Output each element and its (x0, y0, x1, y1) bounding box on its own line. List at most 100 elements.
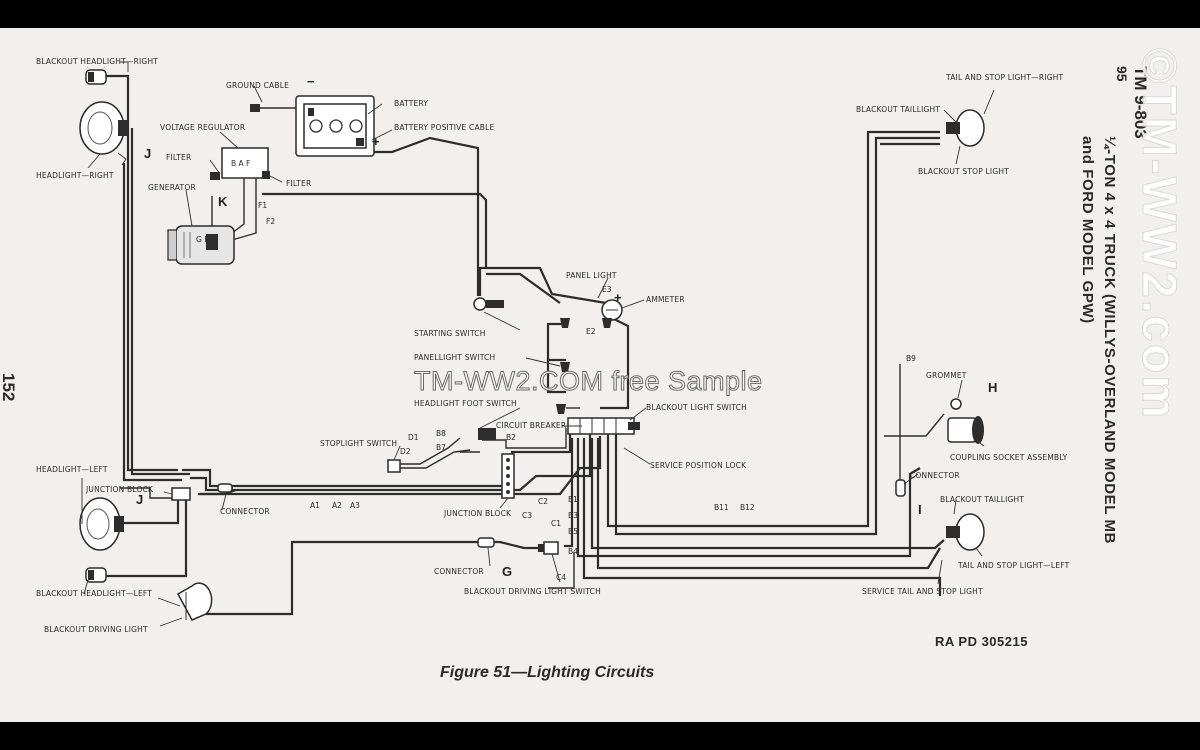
label-grommet: GROMMET (926, 371, 967, 380)
wire-codes: F1 F2 E3 E2 B8 B7 B2 D1 D2 A1 A2 A3 C1 C… (258, 201, 916, 582)
label-headlight-left: HEADLIGHT—LEFT (36, 465, 108, 474)
label-blackout-headlight-left: BLACKOUT HEADLIGHT—LEFT (36, 589, 152, 598)
label-filter-right: FILTER (286, 179, 311, 188)
label-panel-light: PANEL LIGHT (566, 271, 617, 280)
headlight-right (79, 101, 128, 166)
label-battery-positive-cable: BATTERY POSITIVE CABLE (394, 123, 494, 132)
manual-title-line-2: and FORD MODEL GPW) (1079, 136, 1096, 324)
code-a1: A1 (310, 501, 320, 510)
component-labels: BLACKOUT HEADLIGHT—RIGHT HEADLIGHT—RIGHT… (36, 57, 1070, 634)
label-tail-stop-light-left: TAIL AND STOP LIGHT—LEFT (957, 561, 1070, 570)
code-d2: D2 (400, 447, 411, 456)
reference-letters: J K J G H I B A F G F A − + + (136, 74, 997, 579)
label-ground-cable: GROUND CABLE (226, 81, 289, 90)
letter-h: H (988, 380, 997, 395)
generator-terminals: G F A (196, 235, 217, 244)
label-blackout-driving-light: BLACKOUT DRIVING LIGHT (44, 625, 148, 634)
code-a3: A3 (350, 501, 360, 510)
code-c3: C3 (522, 511, 532, 520)
blackout-driving-light-switch (538, 541, 559, 555)
connector-left (217, 483, 233, 493)
label-coupling-socket-assembly: COUPLING SOCKET ASSEMBLY (950, 453, 1068, 462)
regulator-terminals: B A F (231, 159, 250, 168)
code-b2: B2 (506, 433, 516, 442)
code-b11: B11 (714, 503, 729, 512)
label-service-tail-stop-light: SERVICE TAIL AND STOP LIGHT (862, 587, 983, 596)
panel-light (560, 318, 570, 328)
blackout-headlight-right (85, 69, 107, 85)
plate-reference: RA PD 305215 (935, 634, 1028, 649)
letter-j-top: J (144, 146, 151, 161)
battery-positive-sign: + (372, 134, 380, 149)
starting-switch (473, 297, 504, 311)
code-a2: A2 (332, 501, 342, 510)
connector-right (895, 479, 906, 497)
label-junction-block-left: JUNCTION BLOCK (85, 485, 154, 494)
stoplight-switch (387, 459, 401, 473)
code-e3: E3 (602, 285, 612, 294)
grommet (950, 398, 962, 410)
label-starting-switch: STARTING SWITCH (414, 329, 486, 338)
leader-lines (81, 61, 995, 627)
letter-j-left: J (136, 492, 143, 507)
ammeter-positive-sign: + (614, 290, 622, 305)
ammeter (601, 299, 623, 321)
label-blackout-headlight-right: BLACKOUT HEADLIGHT—RIGHT (36, 57, 158, 66)
junction-block-left (171, 487, 191, 501)
code-b5: B5 (568, 527, 578, 536)
figure-caption: Figure 51—Lighting Circuits (440, 664, 655, 681)
manual-page: BLACKOUT HEADLIGHT—RIGHT HEADLIGHT—RIGHT… (0, 28, 1200, 722)
label-blackout-stop-light: BLACKOUT STOP LIGHT (918, 167, 1009, 176)
label-blackout-driving-light-switch: BLACKOUT DRIVING LIGHT SWITCH (464, 587, 601, 596)
label-ammeter: AMMETER (646, 295, 685, 304)
label-tail-stop-light-right: TAIL AND STOP LIGHT—RIGHT (945, 73, 1064, 82)
code-b7: B7 (436, 443, 446, 452)
tail-stop-light-left (946, 513, 985, 551)
blackout-headlight-left (85, 567, 107, 583)
letter-i: I (918, 502, 922, 517)
manual-title: ¼-TON 4 x 4 TRUCK (WILLYS-OVERLAND MODEL… (1076, 136, 1120, 544)
code-b1: B1 (568, 495, 578, 504)
code-b12: B12 (740, 503, 755, 512)
code-b8: B8 (436, 429, 446, 438)
ground-cable-end (250, 104, 260, 112)
label-connector-left: CONNECTOR (220, 507, 270, 516)
junction-block-center (501, 453, 515, 499)
coupling-socket-assembly (947, 416, 984, 444)
generator (167, 225, 235, 265)
lighting-circuit-diagram: BLACKOUT HEADLIGHT—RIGHT HEADLIGHT—RIGHT… (36, 57, 1070, 634)
manual-title-line-1: ¼-TON 4 x 4 TRUCK (WILLYS-OVERLAND MODEL… (1101, 136, 1118, 545)
voltage-regulator (210, 147, 270, 180)
code-f1: F1 (258, 201, 267, 210)
label-connector-bottom: CONNECTOR (434, 567, 484, 576)
label-panellight-switch: PANELLIGHT SWITCH (414, 353, 495, 362)
code-b3: B3 (568, 511, 578, 520)
label-blackout-taillight-right: BLACKOUT TAILLIGHT (856, 105, 940, 114)
label-voltage-regulator: VOLTAGE REGULATOR (160, 123, 245, 132)
headlight-left (79, 497, 124, 551)
battery-negative-sign: − (307, 74, 315, 89)
label-headlight-right: HEADLIGHT—RIGHT (36, 171, 114, 180)
label-filter-left: FILTER (166, 153, 191, 162)
headlight-foot-switch (556, 404, 566, 414)
label-battery: BATTERY (394, 99, 428, 108)
letter-g: G (502, 564, 512, 579)
page-number: 152 (0, 373, 18, 402)
code-c2: C2 (538, 497, 548, 506)
code-c1: C1 (551, 519, 561, 528)
letter-k: K (218, 194, 228, 209)
code-b4: B4 (568, 547, 578, 556)
manual-page: 95 (1114, 66, 1130, 82)
label-circuit-breaker: CIRCUIT BREAKER (496, 421, 566, 430)
label-junction-block-center: JUNCTION BLOCK (443, 509, 512, 518)
label-generator: GENERATOR (148, 183, 196, 192)
code-e2: E2 (586, 327, 596, 336)
sample-watermark: TM-WW2.COM free Sample (414, 366, 763, 397)
panel-light-2 (602, 318, 612, 328)
panellight-switch (560, 362, 570, 372)
battery (295, 95, 375, 157)
label-stoplight-switch: STOPLIGHT SWITCH (320, 439, 397, 448)
code-d1: D1 (408, 433, 419, 442)
label-headlight-foot-switch: HEADLIGHT FOOT SWITCH (414, 399, 517, 408)
code-c4: C4 (556, 573, 566, 582)
